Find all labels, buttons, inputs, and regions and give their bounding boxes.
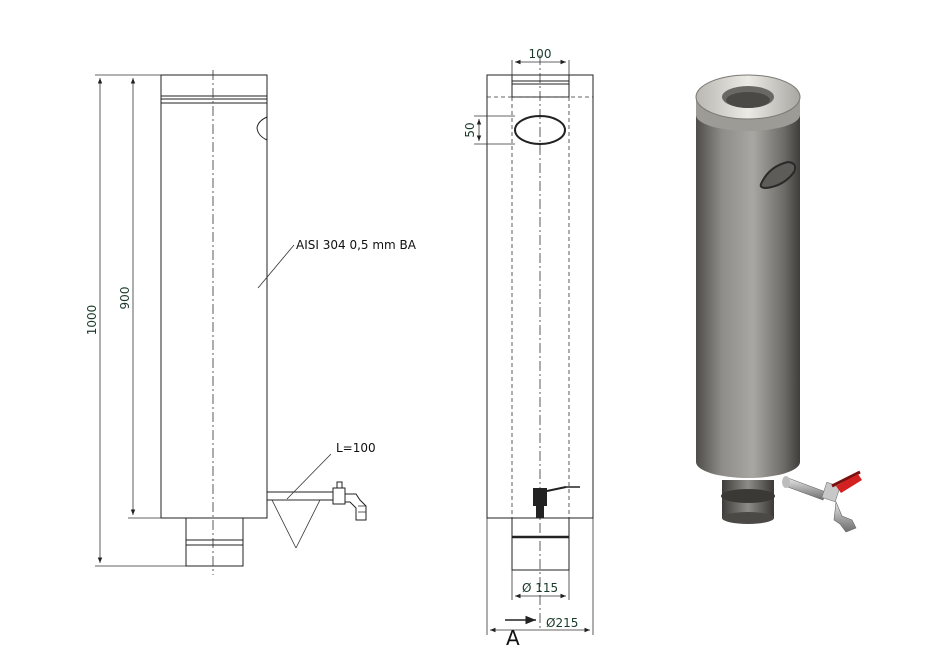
section-marker: A [506,626,520,650]
front-tap [533,486,580,518]
dim-top-opening-width: 100 [529,47,552,61]
dim-body-height: 900 [118,287,132,310]
render-tap [782,470,862,533]
side-view: 1000 900 AISI 304 0,5 mm BA L=100 [85,70,417,575]
material-note: AISI 304 0,5 mm BA [296,238,417,252]
side-opening [256,116,268,141]
render-3d-view [695,74,862,533]
dim-inner-diameter: Ø 115 [522,581,558,595]
dim-outer-diameter: Ø215 [546,616,578,630]
front-view: 100 50 Ø 115 Ø215 A [463,47,594,650]
side-bottom-pipe [185,517,244,567]
tap-length-note: L=100 [336,441,376,455]
render-tap-handle [836,474,862,493]
side-tap [266,481,367,521]
dim-overall-height: 1000 [85,305,99,336]
front-bottom-pipe [511,517,570,571]
front-opening [514,115,566,145]
side-body [160,102,268,519]
render-body [696,112,800,478]
render-opening [759,160,797,190]
dim-opening-height: 50 [463,122,477,137]
